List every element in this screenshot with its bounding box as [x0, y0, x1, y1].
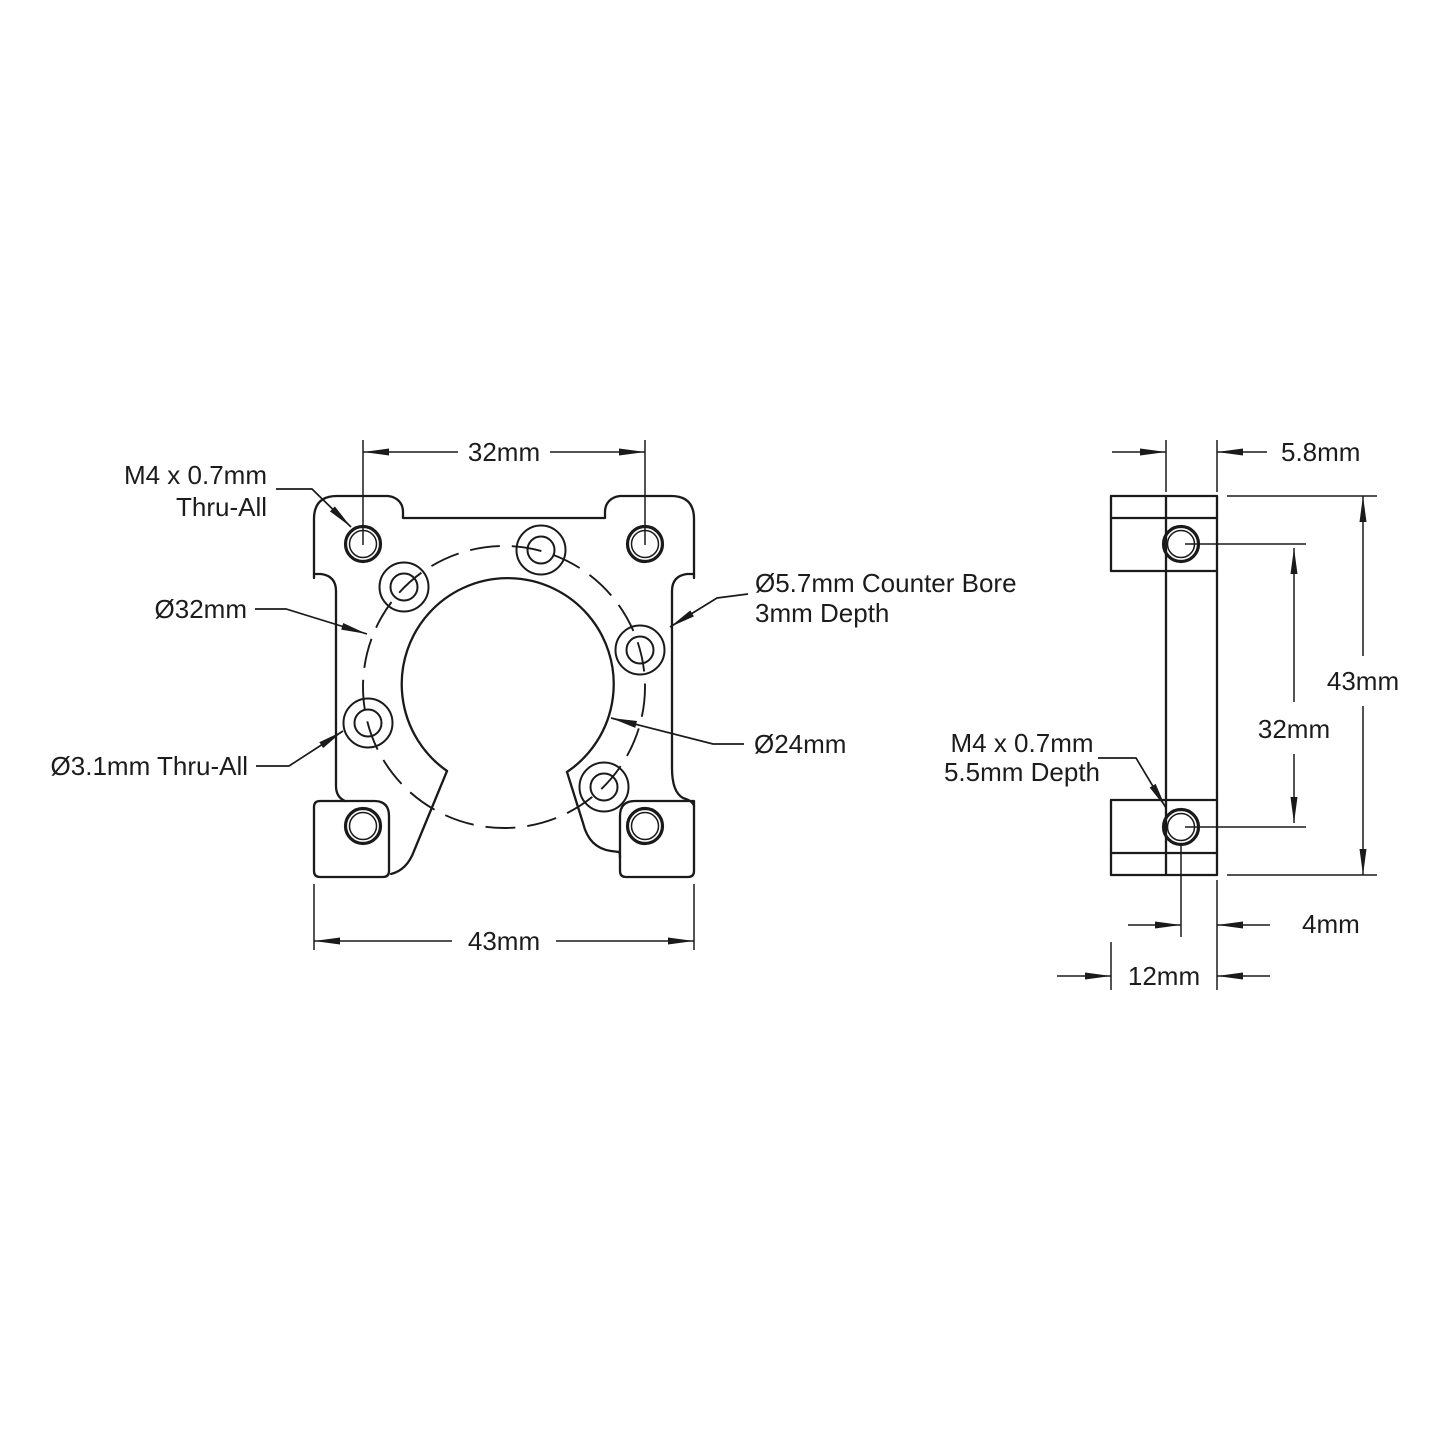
leader-line — [1098, 757, 1167, 809]
dim-label: 5.8mm — [1281, 437, 1360, 467]
front-outline-bottom-right-tab — [618, 799, 696, 879]
callout-counterbore: Ø5.7mm Counter Bore 3mm Depth — [669, 568, 1017, 628]
counterbore-hole-inner — [589, 772, 619, 802]
front-bolt-circle-dashed — [362, 545, 646, 829]
front-outline-left-chamfer — [389, 769, 449, 876]
front-outline-top-left-tab — [312, 494, 390, 580]
counterbore-hole-outer — [378, 561, 430, 613]
callout-text: Ø24mm — [754, 729, 846, 759]
callout-text: Thru-All — [176, 492, 267, 522]
side-tapped-holes — [1161, 524, 1201, 847]
dim-label: 32mm — [1258, 714, 1330, 744]
front-dim-hole-spacing: 32mm — [362, 437, 646, 545]
leader-line — [256, 730, 344, 767]
callout-text: 5.5mm Depth — [944, 757, 1100, 787]
callout-m4-thru: M4 x 0.7mm Thru-All — [124, 460, 352, 528]
callout-text: M4 x 0.7mm — [124, 460, 267, 490]
side-dim-depth: 12mm — [1057, 942, 1270, 991]
tapped-hole-inner — [630, 811, 660, 841]
front-outline — [312, 494, 696, 879]
counterbore-hole-inner — [625, 635, 655, 665]
side-view: 5.8mm 43mm 32mm 4mm — [944, 437, 1399, 991]
side-outline — [1109, 494, 1219, 877]
callout-text: Ø5.7mm Counter Bore — [755, 568, 1017, 598]
leader-line — [276, 488, 352, 528]
dim-label: 43mm — [1327, 666, 1399, 696]
front-outline-left-recess — [312, 572, 347, 803]
dim-label: 4mm — [1302, 909, 1360, 939]
side-dim-hole-spacing: 32mm — [1185, 543, 1330, 828]
callout-m4-depth: M4 x 0.7mm 5.5mm Depth — [944, 728, 1167, 809]
counterbore-hole-inner — [526, 535, 556, 565]
callout-bolt-circle: Ø32mm — [155, 594, 368, 635]
counterbore-hole-outer — [614, 624, 666, 676]
counterbore-hole-inner — [353, 708, 383, 738]
tapped-hole-outer — [625, 806, 665, 846]
tapped-hole-inner — [348, 811, 378, 841]
leader-line — [669, 593, 749, 628]
callout-text: Ø3.1mm Thru-All — [51, 751, 248, 781]
callout-text: M4 x 0.7mm — [950, 728, 1093, 758]
front-dim-width: 43mm — [313, 884, 695, 956]
side-dim-hole-offset: 4mm — [1128, 845, 1360, 990]
callout-text: 3mm Depth — [755, 598, 889, 628]
side-dim-wall-thickness: 5.8mm — [1112, 437, 1360, 492]
leader-line — [610, 717, 744, 745]
counterbore-hole-outer — [515, 524, 567, 576]
counterbore-holes — [342, 524, 666, 813]
callout-thru-hole: Ø3.1mm Thru-All — [51, 730, 344, 781]
dim-label: 12mm — [1128, 961, 1200, 991]
front-outline-top-recess — [386, 494, 622, 520]
front-view: 32mm 43mm M4 x 0.7mm Thru-All Ø32mm Ø3.1… — [51, 437, 1017, 956]
callout-text: Ø32mm — [155, 594, 247, 624]
tapped-hole-outer — [343, 806, 383, 846]
dim-label: 32mm — [468, 437, 540, 467]
dim-label: 43mm — [468, 926, 540, 956]
front-outline-bottom-left-tab — [312, 799, 391, 879]
front-outline-right-recess — [670, 572, 696, 808]
front-outline-top-right-tab — [618, 494, 696, 580]
counterbore-hole-inner — [389, 572, 419, 602]
front-bore-circle — [400, 577, 615, 774]
counterbore-hole-outer — [578, 761, 630, 813]
side-dim-height: 43mm — [1227, 495, 1399, 876]
front-outline-right-boss — [565, 770, 622, 860]
counterbore-hole-outer — [342, 697, 394, 749]
callout-bore: Ø24mm — [610, 717, 846, 759]
leader-line — [255, 608, 368, 635]
